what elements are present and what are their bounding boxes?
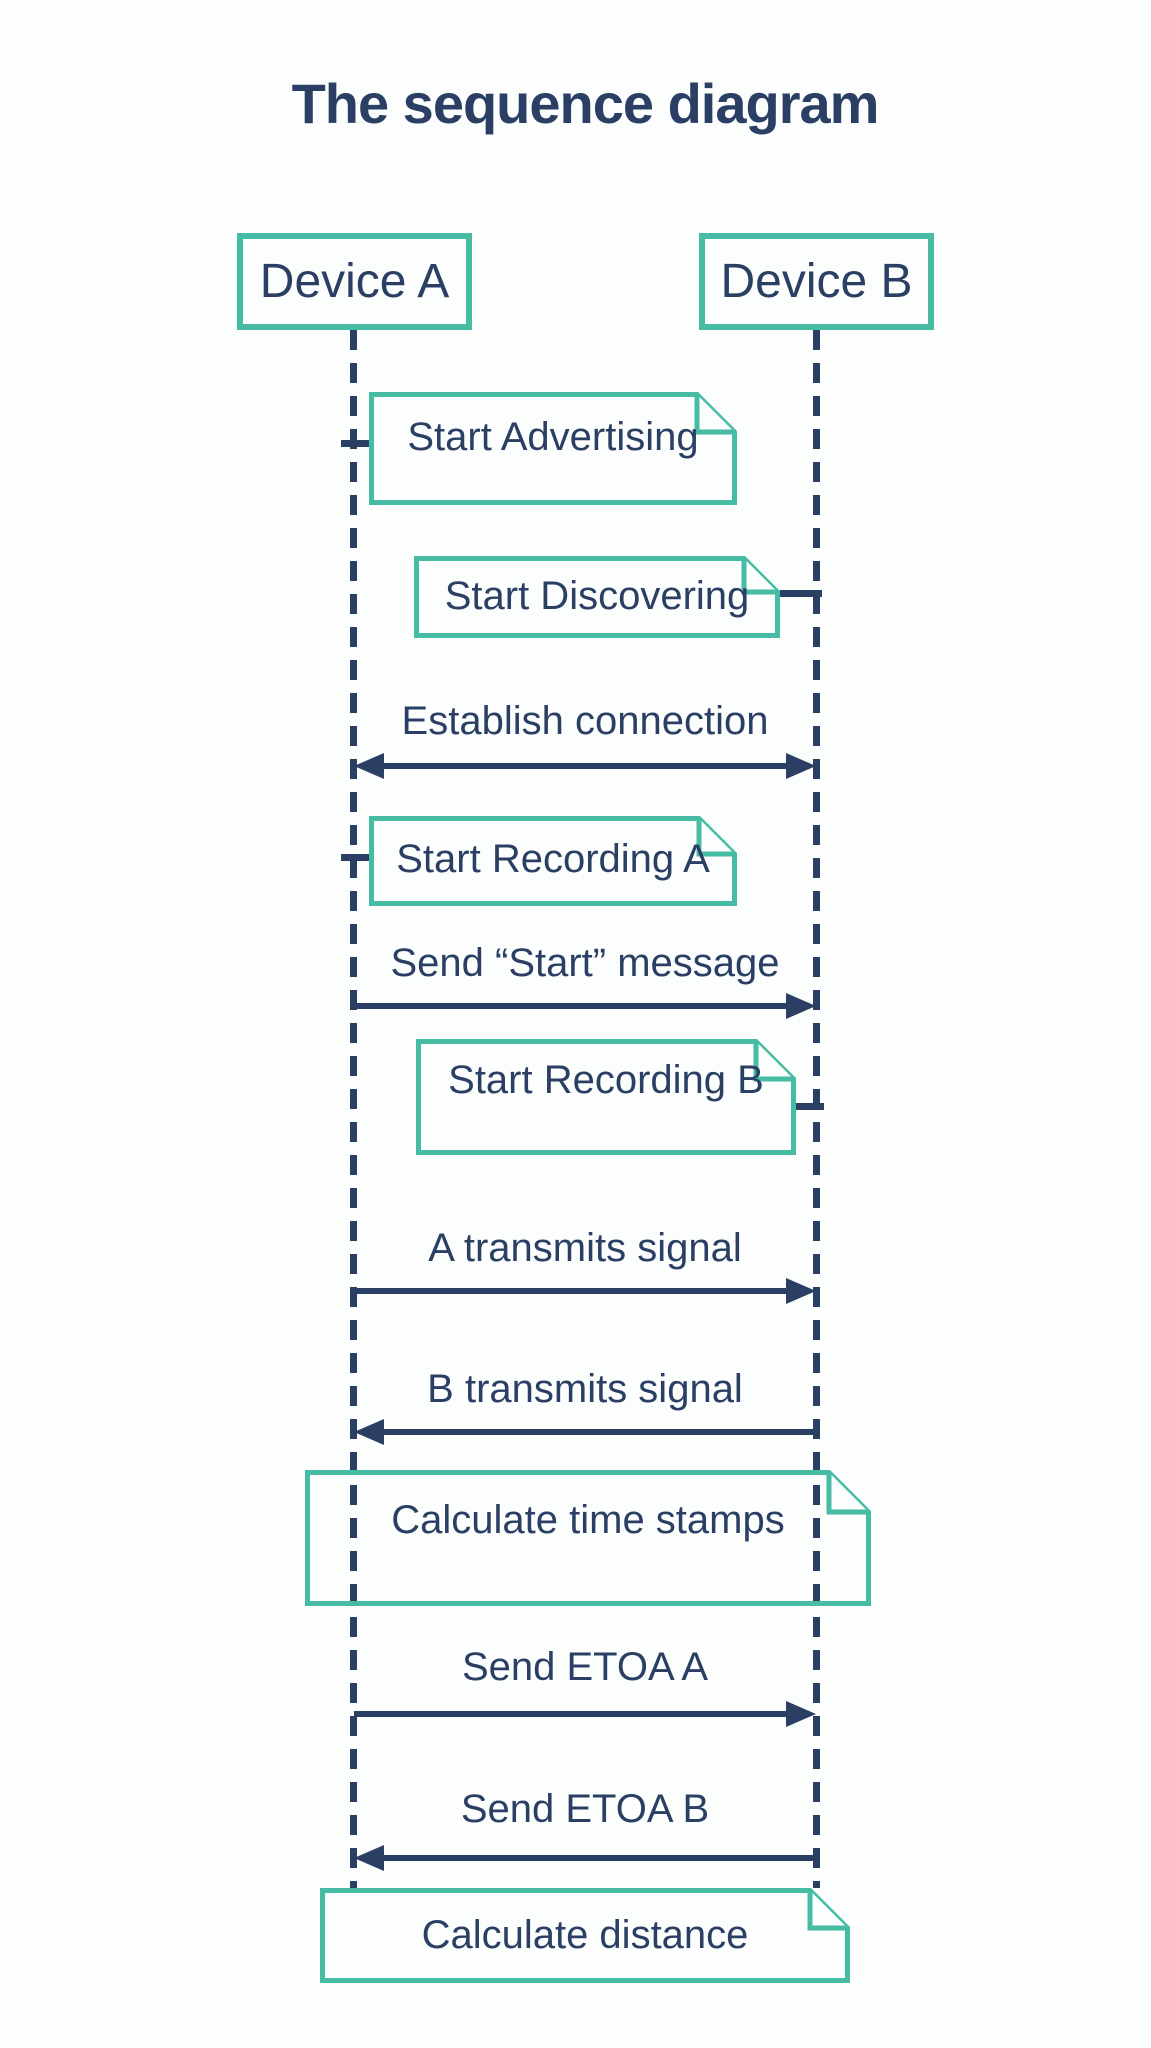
participant-device-a: Device A <box>237 233 472 330</box>
message-line-b-transmits-signal <box>382 1429 816 1435</box>
participant-device-b-label: Device B <box>720 255 913 308</box>
note-tick-start-recording-a <box>341 854 371 861</box>
lifeline-device-a <box>350 330 357 1888</box>
note-tick-start-discovering <box>780 590 822 597</box>
note-label: Start Recording A <box>396 837 710 881</box>
note-outline-icon <box>369 392 737 510</box>
note-label: Start Advertising <box>407 415 699 459</box>
note-tick-start-recording-b <box>794 1103 824 1110</box>
message-label-b-transmits-signal: B transmits signal <box>427 1367 743 1411</box>
note-label: Start Discovering <box>444 574 750 618</box>
participant-device-a-label: Device A <box>259 255 450 308</box>
message-label-send-etoa-a: Send ETOA A <box>461 1645 709 1689</box>
arrowhead-right-icon <box>786 1278 816 1304</box>
note-outline-icon <box>369 816 737 911</box>
note-start-recording-b: Start Recording B <box>416 1039 796 1155</box>
message-label-establish-connection: Establish connection <box>401 699 769 743</box>
note-outline-icon <box>320 1888 850 1988</box>
note-label: Calculate time stamps <box>391 1498 785 1542</box>
note-tick-start-advertising <box>341 440 371 447</box>
note-start-discovering: Start Discovering <box>414 556 780 638</box>
note-outline-icon <box>305 1470 871 1611</box>
message-label-a-transmits-signal: A transmits signal <box>428 1226 742 1270</box>
message-line-send-etoa-a <box>354 1711 788 1717</box>
arrowhead-right-icon <box>786 1701 816 1727</box>
note-outline-icon <box>414 556 780 643</box>
note-calculate-distance: Calculate distance <box>320 1888 850 1983</box>
arrowhead-left-icon <box>354 1845 384 1871</box>
message-line-a-transmits-signal <box>354 1288 788 1294</box>
message-label-send-etoa-b: Send ETOA B <box>460 1787 710 1831</box>
note-start-advertising: Start Advertising <box>369 392 737 505</box>
message-line-establish-connection <box>382 763 786 769</box>
arrowhead-left-icon <box>354 1419 384 1445</box>
participant-device-b: Device B <box>699 233 934 330</box>
note-outline-icon <box>416 1039 796 1160</box>
message-line-send-etoa-b <box>382 1855 816 1861</box>
arrowhead-right-icon <box>786 753 816 779</box>
message-line-send-start-message <box>354 1003 788 1009</box>
note-label: Calculate distance <box>421 1913 749 1957</box>
arrowhead-right-icon <box>786 993 816 1019</box>
message-label-send-start-message: Send “Start” message <box>390 941 780 985</box>
arrowhead-left-icon <box>354 753 384 779</box>
note-calculate-time-stamps: Calculate time stamps <box>305 1470 871 1606</box>
note-start-recording-a: Start Recording A <box>369 816 737 906</box>
note-label: Start Recording B <box>448 1058 764 1102</box>
diagram-title: The sequence diagram <box>291 72 880 135</box>
